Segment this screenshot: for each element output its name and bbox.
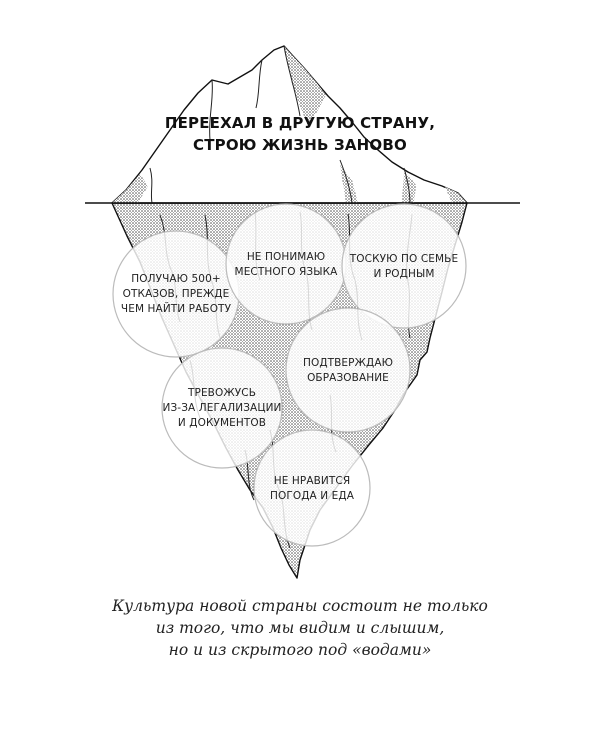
bubble-label-education: ПОДТВЕРЖДАЮ ОБРАЗОВАНИЕ: [278, 356, 418, 386]
bubble-label-line: И РОДНЫМ: [373, 268, 435, 280]
bubble-label-line: И ДОКУМЕНТОВ: [177, 417, 267, 429]
bubble-label-rejections: ПОЛУЧАЮ 500+ ОТКАЗОВ, ПРЕЖДЕ ЧЕМ НАЙТИ Р…: [106, 272, 246, 317]
bubble-label-line: НЕ ПОНИМАЮ: [246, 251, 326, 263]
iceberg-tip-label: ПЕРЕЕХАЛ В ДРУГУЮ СТРАНУ, СТРОЮ ЖИЗНЬ ЗА…: [150, 112, 450, 156]
bubble-label-line: ТРЕВОЖУСЬ: [188, 387, 256, 399]
tip-shading: [112, 46, 467, 203]
bubble-label-line: ПОЛУЧАЮ 500+: [131, 273, 221, 285]
bubble-label-language: НЕ ПОНИМАЮ МЕСТНОГО ЯЗЫКА: [216, 250, 356, 280]
bubble-weather: [253, 429, 371, 547]
bubble-label-line: НЕ НРАВИТСЯ: [273, 475, 351, 487]
bubble-label-line: ЧЕМ НАЙТИ РАБОТУ: [120, 303, 232, 315]
bubble-label-line: ТОСКУЮ ПО СЕМЬЕ: [349, 253, 459, 265]
caption-line: из того, что мы видим и слышим,: [155, 619, 445, 637]
tip-crevices: [149, 45, 411, 204]
bubbles: [112, 203, 467, 547]
bubble-label-family: ТОСКУЮ ПО СЕМЬЕ И РОДНЫМ: [334, 252, 474, 282]
bubble-label-weather: НЕ НРАВИТСЯ ПОГОДА И ЕДА: [242, 474, 382, 504]
caption-line: Культура новой страны состоит не только: [112, 597, 488, 615]
bubble-legalization: [161, 347, 283, 469]
caption: Культура новой страны состоит не только …: [90, 595, 510, 661]
bubble-label-line: МЕСТНОГО ЯЗЫКА: [234, 266, 338, 278]
bubble-family: [341, 203, 467, 329]
bubble-label-line: ОТКАЗОВ, ПРЕЖДЕ: [122, 288, 230, 300]
bubble-label-legalization: ТРЕВОЖУСЬ ИЗ-ЗА ЛЕГАЛИЗАЦИИ И ДОКУМЕНТОВ: [152, 386, 292, 431]
bubble-label-line: ОБРАЗОВАНИЕ: [307, 372, 389, 384]
bubble-label-line: ИЗ-ЗА ЛЕГАЛИЗАЦИИ: [162, 402, 282, 414]
bubble-label-line: ПОДТВЕРЖДАЮ: [302, 357, 394, 369]
tip-label-line: СТРОЮ ЖИЗНЬ ЗАНОВО: [193, 136, 407, 154]
caption-line: но и из скрытого под «водами»: [168, 641, 432, 659]
bubble-label-line: ПОГОДА И ЕДА: [270, 490, 354, 502]
bubble-education: [285, 307, 411, 433]
tip-label-line: ПЕРЕЕХАЛ В ДРУГУЮ СТРАНУ,: [164, 114, 436, 132]
